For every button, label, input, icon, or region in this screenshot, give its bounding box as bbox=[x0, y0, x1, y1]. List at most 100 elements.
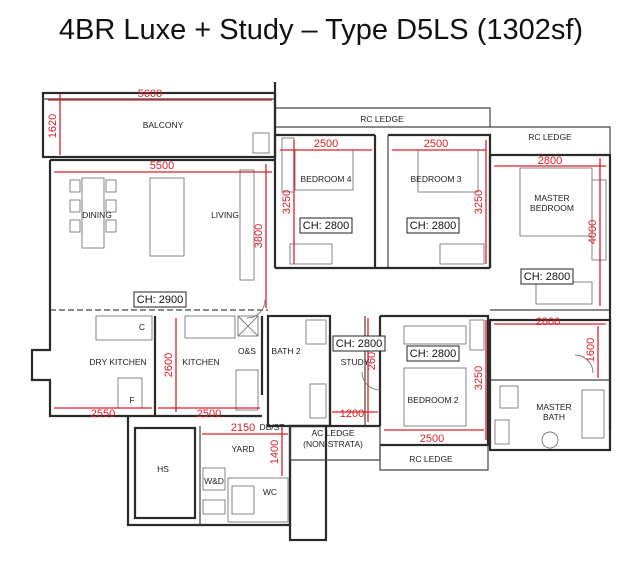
washer-dryer bbox=[202, 467, 226, 491]
room-label-bedroom2: BEDROOM 2 bbox=[407, 395, 458, 405]
master-bath-shower bbox=[581, 389, 605, 439]
ch-box bbox=[133, 291, 187, 308]
dim-label: 2500 bbox=[420, 433, 444, 445]
dim-label: 2600 bbox=[163, 353, 175, 377]
dining-chair bbox=[69, 199, 81, 213]
ch-label-bed3: CH: 2800 bbox=[410, 220, 456, 232]
ch-box bbox=[299, 217, 353, 234]
bed2-desk bbox=[469, 319, 485, 351]
dim-label: 3800 bbox=[253, 224, 265, 248]
dim-label: 1200 bbox=[340, 408, 364, 420]
dim-label: 2150 bbox=[231, 422, 255, 434]
dim-label: 3250 bbox=[281, 190, 293, 214]
wc-side-wall bbox=[288, 424, 328, 542]
dimension-labels: 5600 1620 5500 3800 2500 3250 2500 3250 … bbox=[47, 88, 599, 464]
room-label-dry-kitchen: DRY KITCHEN bbox=[89, 357, 146, 367]
room-label-dining: DINING bbox=[82, 210, 112, 220]
page-title: 4BR Luxe + Study – Type D5LS (1302sf) bbox=[58, 14, 584, 46]
dim-label: 5500 bbox=[150, 160, 174, 172]
room-label-balcony: BALCONY bbox=[143, 120, 184, 130]
room-label-master-bath: MASTER bbox=[536, 402, 571, 412]
room-label-rc-ledge: RC LEDGE bbox=[360, 114, 404, 124]
ch-box bbox=[406, 217, 460, 234]
fixtures bbox=[69, 137, 607, 515]
dining-chair bbox=[69, 179, 81, 193]
master-bath-basin bbox=[499, 385, 519, 409]
room-label-bedroom4: BEDROOM 4 bbox=[300, 174, 351, 184]
kitchen-sink-box bbox=[237, 315, 259, 337]
sink-cross bbox=[237, 315, 259, 337]
room-labels: BALCONY RC LEDGE RC LEDGE RC LEDGE BEDRO… bbox=[82, 114, 574, 497]
balcony-ledge-box bbox=[252, 132, 270, 154]
master-wardrobe bbox=[591, 179, 607, 261]
bath2-basin bbox=[305, 319, 327, 345]
dry-kitchen-counter bbox=[95, 315, 153, 341]
bath2-outline bbox=[266, 314, 332, 428]
master-bath-outline bbox=[488, 318, 612, 452]
room-label-db-st: DB/ST bbox=[259, 422, 284, 432]
room-label-master-bath: BATH bbox=[543, 412, 565, 422]
dimension-lines bbox=[48, 94, 606, 476]
hs-outline bbox=[133, 426, 197, 520]
wc-room bbox=[227, 477, 289, 523]
room-label-bedroom3: BEDROOM 3 bbox=[410, 174, 461, 184]
room-label-f: F bbox=[129, 395, 134, 405]
ch-box bbox=[406, 345, 460, 362]
dining-chair bbox=[105, 219, 117, 233]
room-label-study: STUDY bbox=[341, 357, 370, 367]
room-label-kitchen: KITCHEN bbox=[182, 357, 219, 367]
ch-label-bed2: CH: 2800 bbox=[410, 348, 456, 360]
dining-chair bbox=[69, 219, 81, 233]
room-label-living: LIVING bbox=[211, 210, 239, 220]
bed3-bed bbox=[417, 149, 479, 193]
bed2-wardrobe bbox=[403, 325, 467, 345]
dim-label: 3250 bbox=[473, 190, 485, 214]
walls bbox=[30, 82, 612, 542]
bed4-desk bbox=[289, 243, 333, 265]
living-sofa bbox=[149, 177, 185, 257]
dining-chair bbox=[105, 179, 117, 193]
dim-label: 2800 bbox=[538, 155, 562, 167]
left-outer-wall bbox=[30, 160, 130, 445]
room-label-bath2: BATH 2 bbox=[271, 346, 300, 356]
ch-label-bed4: CH: 2800 bbox=[303, 220, 349, 232]
room-label-yard: YARD bbox=[232, 444, 255, 454]
room-label-wc: WC bbox=[263, 487, 277, 497]
ch-label-living: CH: 2900 bbox=[137, 294, 183, 306]
room-label-master-bedroom: MASTER bbox=[534, 193, 569, 203]
ac-ledge-outline bbox=[289, 426, 381, 461]
room-label-hs: HS bbox=[157, 464, 169, 474]
bed2-outline bbox=[380, 314, 490, 447]
ch-label-master: CH: 2800 bbox=[524, 271, 570, 283]
room-label-wd: W&D bbox=[204, 476, 224, 486]
bed4-bed bbox=[294, 149, 354, 191]
dim-label: 4000 bbox=[587, 220, 599, 244]
dim-label: 1600 bbox=[585, 338, 597, 362]
door-arc bbox=[574, 354, 594, 374]
tv-console bbox=[239, 169, 255, 281]
dim-label: 2600 bbox=[366, 346, 378, 370]
door-arc bbox=[361, 371, 381, 391]
bed3-desk bbox=[439, 243, 485, 265]
dim-label: 2800 bbox=[536, 316, 560, 328]
kitchen-counter bbox=[184, 315, 236, 339]
dining-table bbox=[81, 177, 105, 249]
door-arc bbox=[246, 299, 266, 319]
room-label-c: C bbox=[139, 322, 145, 332]
dim-label: 5600 bbox=[138, 88, 162, 100]
dim-label: 2500 bbox=[197, 408, 221, 420]
bed2-bed bbox=[403, 367, 467, 427]
ch-box bbox=[332, 335, 386, 352]
room-label-master-bedroom: BEDROOM bbox=[530, 203, 574, 213]
master-bath-wc bbox=[541, 431, 559, 449]
hob bbox=[235, 369, 259, 411]
wc-toilet bbox=[231, 485, 255, 515]
ceiling-height-labels: CH: 2800 CH: 2800 CH: 2800 CH: 2900 CH: … bbox=[133, 217, 574, 362]
master-desk bbox=[535, 281, 593, 305]
dim-label: 2500 bbox=[314, 138, 338, 150]
dim-label: 2500 bbox=[424, 138, 448, 150]
dim-label: 2550 bbox=[91, 408, 115, 420]
room-label-ac-ledge: AC LEDGE bbox=[312, 428, 355, 438]
room-label-rc-ledge: RC LEDGE bbox=[528, 132, 572, 142]
dim-label: 1400 bbox=[269, 440, 281, 464]
